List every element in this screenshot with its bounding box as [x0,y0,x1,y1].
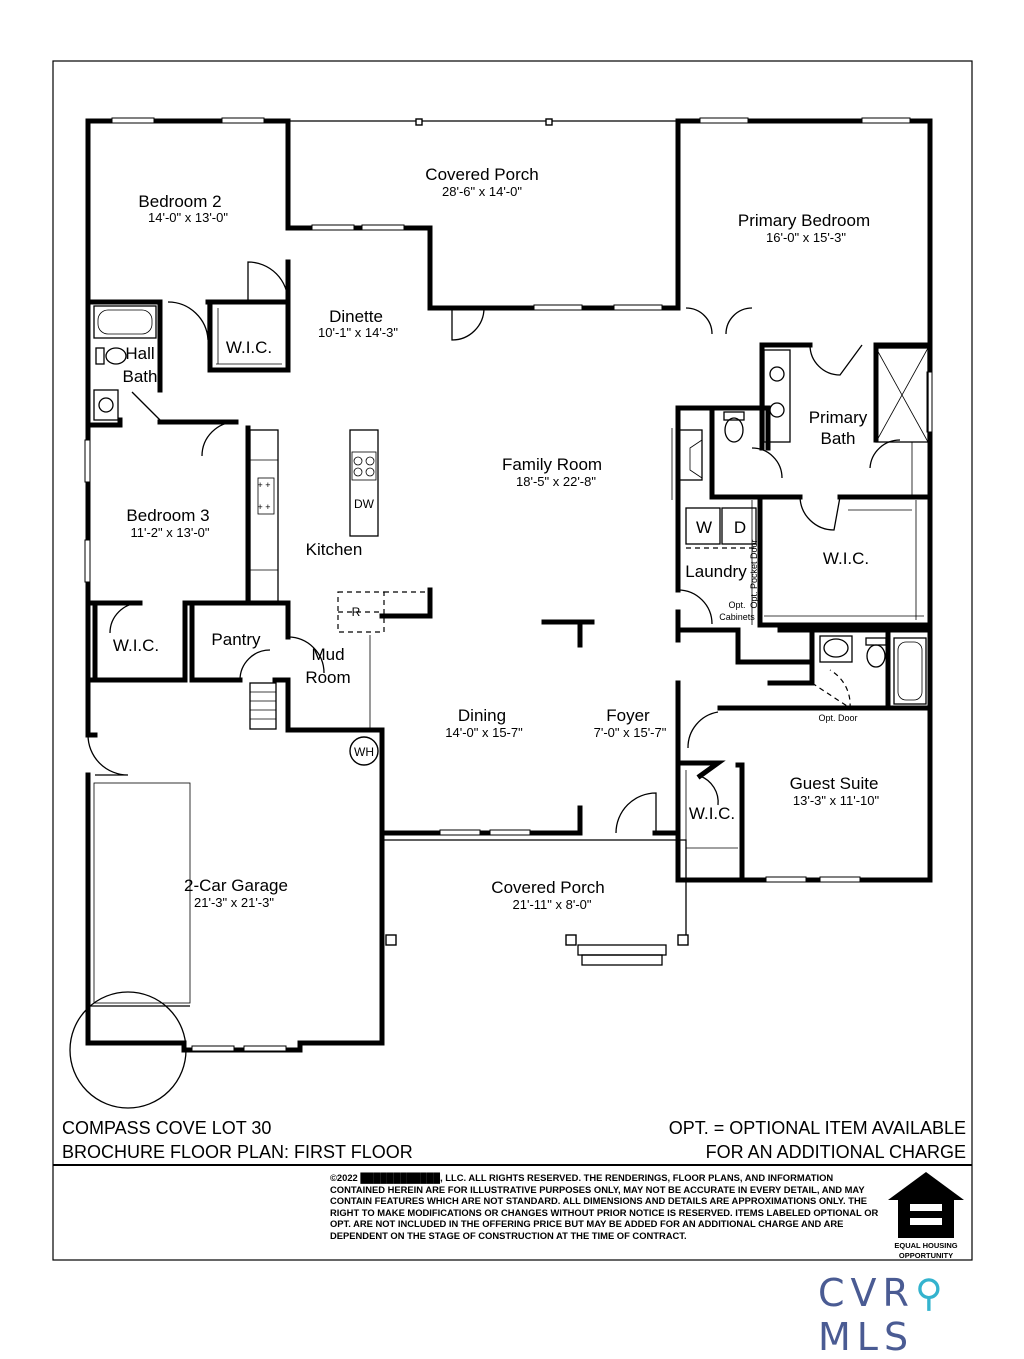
dishwasher-label: DW [354,497,375,511]
foyer-name: Foyer [606,706,650,725]
covered-porch-front-name: Covered Porch [491,878,604,897]
legal-disclaimer: ©2022 ████████████, LLC. ALL RIGHTS RESE… [330,1172,879,1241]
map-pin-icon: ⚲ [914,1271,949,1315]
svg-text:+ +: + + [257,502,270,512]
family-room-name: Family Room [502,455,602,474]
hall-bath-line2: Bath [123,367,158,386]
bedroom-3-name: Bedroom 3 [126,506,209,525]
windows [84,117,933,1052]
opt-pocket-door-label: Opt. Pocket Door [749,539,759,608]
dryer-label: D [734,518,746,537]
brand-part1: CVR [818,1271,915,1315]
exterior-walls [85,118,933,1053]
fixtures: + + + + [69,305,929,1109]
refrigerator-label: R [352,605,361,619]
sheet-border [52,60,973,1261]
guest-suite-name: Guest Suite [790,774,879,793]
foyer-dims: 7'-0" x 15'-7" [594,725,667,740]
doors [87,261,901,834]
wic-bed2-name: W.I.C. [226,338,272,357]
family-room-dims: 18'-5" x 22'-8" [516,474,596,489]
bedroom-3-dims: 11'-2" x 13'-0" [131,525,210,540]
kitchen-name: Kitchen [306,540,363,559]
cooktop-burners: + + [257,480,270,490]
equal-housing-line1: EQUAL HOUSING [894,1241,958,1250]
brand-watermark: CVR⚲MLS [818,1271,1024,1359]
mud-room-line2: Room [305,668,350,687]
wic-guest-name: W.I.C. [689,804,735,823]
equal-housing-line2: OPPORTUNITY [898,1251,954,1260]
wic-bed3-name: W.I.C. [113,636,159,655]
primary-bedroom-name: Primary Bedroom [738,211,870,230]
water-heater-label: WH [354,745,374,759]
option-note-line2: FOR AN ADDITIONAL CHARGE [705,1142,966,1162]
dinette-name: Dinette [329,307,383,326]
dining-dims: 14'-0" x 15-7" [445,725,523,740]
interior-walls [85,259,933,883]
option-note-line1: OPT. = OPTIONAL ITEM AVAILABLE [668,1118,966,1138]
equal-housing-icon [888,1172,964,1238]
option-note: OPT. = OPTIONAL ITEM AVAILABLE FOR AN AD… [669,1116,966,1164]
opt-cabinets-line1: Opt. [728,600,745,610]
primary-bedroom-dims: 16'-0" x 15'-3" [766,230,846,245]
bedroom-2-dims: 14'-0" x 13'-0" [148,210,228,225]
opt-cabinets-line2: Cabinets [719,612,755,622]
opt-door-label: Opt. Door [818,713,857,723]
washer-label: W [696,518,712,537]
garage-name: 2-Car Garage [184,876,288,895]
wic-primary-name: W.I.C. [823,549,869,568]
dinette-dims: 10'-1" x 14'-3" [318,325,398,340]
mud-room-line1: Mud [311,645,344,664]
title-line2: BROCHURE FLOOR PLAN: FIRST FLOOR [62,1142,413,1162]
pantry-name: Pantry [211,630,261,649]
bedroom-2-name: Bedroom 2 [138,192,221,211]
covered-porch-rear-name: Covered Porch [425,165,538,184]
garage-dims: 21'-3" x 21'-3" [194,895,274,910]
title-block: COMPASS COVE LOT 30 BROCHURE FLOOR PLAN:… [62,1116,413,1164]
guest-suite-dims: 13'-3" x 11'-10" [793,793,880,808]
primary-bath-line1: Primary [809,408,868,427]
covered-porch-front-dims: 21'-11" x 8'-0" [513,897,592,912]
title-line1: COMPASS COVE LOT 30 [62,1118,272,1138]
primary-bath-line2: Bath [821,429,856,448]
equal-housing-badge: EQUAL HOUSING OPPORTUNITY [884,1170,968,1260]
hall-bath-line1: Hall [125,344,154,363]
dining-name: Dining [458,706,506,725]
room-labels: Covered Porch 28'-6" x 14'-0" Bedroom 2 … [113,165,880,912]
brand-part2: MLS [818,1315,915,1359]
floor-plan: + + + + [52,60,973,1261]
stairs [249,682,277,730]
laundry-name: Laundry [685,562,747,581]
porch-outlines [288,118,689,966]
covered-porch-rear-dims: 28'-6" x 14'-0" [442,184,522,199]
